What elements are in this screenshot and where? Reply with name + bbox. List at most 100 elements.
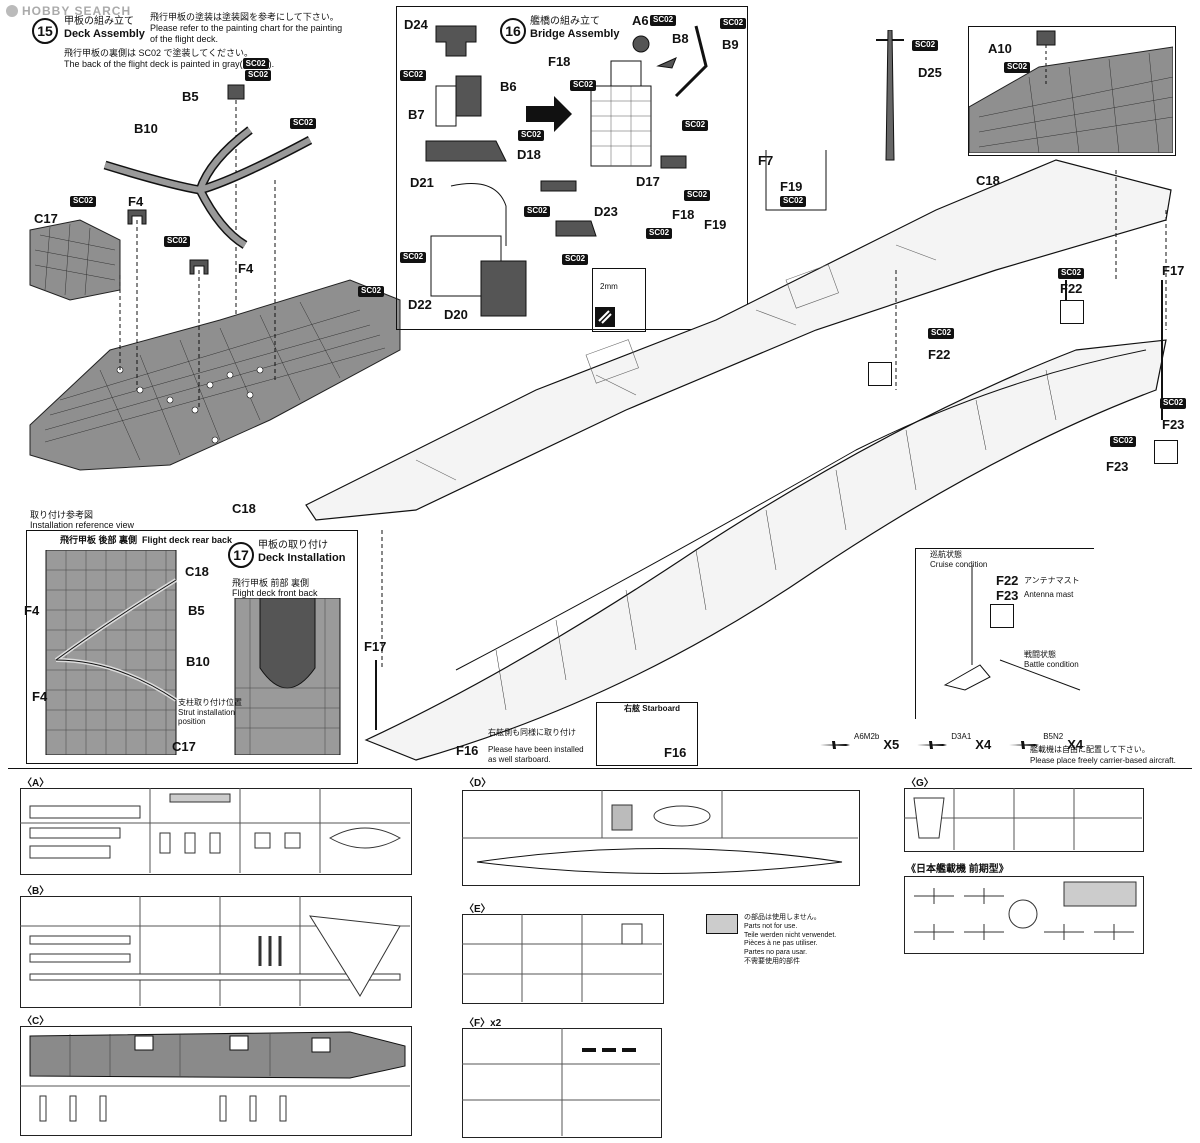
step-16-number: 16 [500, 18, 526, 44]
reference-panel [26, 530, 358, 764]
starboard-note-en-1: Please have been installed [488, 745, 584, 754]
aircraft-name: B5N2 [1043, 732, 1064, 741]
step-16-drawing [425, 25, 708, 317]
paint-chip-d25: SC02 [912, 40, 939, 51]
watermark-text: HOBBY SEARCH [22, 4, 132, 18]
part-d20-shape [480, 260, 527, 317]
step-16-panel [396, 6, 748, 330]
antenna-en: Antenna mast [1024, 590, 1074, 599]
aircraft-count: X4 [1067, 737, 1084, 752]
label-d21: D21 [410, 175, 434, 190]
battle-jp: 戦闘状態 [1024, 650, 1056, 659]
battle-en: Battle condition [1024, 660, 1079, 669]
legend-text: の部品は使用しません。 Parts not for use. Teile wer… [744, 914, 837, 965]
paint-chip-d24: SC02 [400, 70, 427, 81]
starboard-f16: F16 [664, 745, 687, 760]
assembly-arrow [526, 96, 572, 132]
label-f23-bottom: F23 [1106, 459, 1129, 474]
label-f19-a: F19 [780, 179, 803, 194]
direction-arrow-icon [868, 362, 892, 386]
legend: の部品は使用しません。 Parts not for use. Teile wer… [706, 914, 836, 967]
aircraft-name: D3A1 [951, 732, 972, 741]
paint-chip-f19: SC02 [780, 196, 807, 207]
label-f19-b: F19 [704, 217, 727, 232]
label-f17-left: F17 [364, 639, 387, 654]
starboard-note-en-2: as well starboard. [488, 755, 551, 764]
paint-chip-a6: SC02 [650, 15, 677, 26]
aircraft-name: A6M2b [854, 732, 880, 741]
watermark-icon [6, 5, 18, 17]
paint-chip-f22-top: SC02 [1058, 268, 1085, 279]
sprue-d-hull-bottom [476, 848, 843, 874]
part-b5-shape [227, 84, 245, 100]
reference-front-jp: 飛行甲板 前部 裏側 [232, 578, 310, 588]
strut-jp: 支柱取り付け位置 [178, 698, 242, 707]
part-d18-shape [540, 180, 577, 192]
paint-chip-b5: SC02 [245, 70, 272, 81]
antenna-panel [915, 548, 1094, 719]
label-b9: B9 [722, 37, 739, 52]
paint-chip-f18-main: SC02 [646, 228, 673, 239]
aircraft-count: X4 [975, 737, 992, 752]
section-divider [8, 768, 1192, 769]
label-d24: D24 [404, 17, 428, 32]
step-15-note1-en2: of the flight deck. [150, 34, 219, 44]
label-f22-mid: F22 [928, 347, 951, 362]
part-d24-shape [435, 25, 477, 57]
aircraft-a6m2b: A6M2b X5 [820, 732, 900, 752]
step-15-note2-en: The back of the flight deck is painted i… [64, 58, 275, 69]
part-b8-shape [656, 57, 677, 69]
aircraft-sprue-title: 《日本艦載機 前期型》 [906, 864, 1009, 875]
sprue-d-drawing [462, 790, 858, 874]
paint-chip-b6: SC02 [518, 130, 545, 141]
paint-chip: SC02 [242, 58, 269, 69]
antenna-drawing [943, 565, 1081, 691]
sprue-g-drawing [904, 788, 1142, 850]
mast-d25-drawing [876, 30, 904, 161]
label-d18: D18 [517, 147, 541, 162]
paint-chip-d20: SC02 [562, 254, 589, 265]
part-c18-shape [29, 279, 401, 471]
reference-rear-deck [45, 550, 178, 755]
sprue-b-drawing [20, 896, 410, 1006]
aircraft-icon [1009, 740, 1040, 749]
label-b5: B5 [182, 89, 199, 104]
step-15-note1-en1: Please refer to the painting chart for t… [150, 23, 343, 33]
sprue-e-drawing [462, 914, 662, 1002]
step-15-title-jp: 甲板の組み立て [64, 16, 134, 27]
label-f18-step16: F18 [548, 54, 571, 69]
paint-chip-d23: SC02 [524, 206, 551, 217]
step-15-note2-en-text: The back of the flight deck is painted i… [64, 59, 243, 69]
detail-2mm-panel [592, 268, 646, 332]
aircraft-icon [820, 740, 850, 749]
sprue-a-label: 〈A〉 [22, 778, 50, 789]
step-16-title-jp: 艦橋の組み立て [530, 16, 600, 27]
sprue-c-drawing [20, 1031, 410, 1122]
aircraft-count: X5 [883, 737, 900, 752]
direction-arrow-icon [1154, 440, 1178, 464]
part-c17-shape [29, 219, 121, 301]
step-15-title-en: Deck Assembly [64, 28, 145, 40]
label-a6: A6 [632, 13, 649, 28]
step-17-title-en: Deck Installation [258, 552, 346, 564]
cruise-en: Cruise condition [930, 560, 988, 569]
part-f4b-shape [189, 259, 209, 275]
cruise-jp: 巡航状態 [930, 550, 962, 559]
part-f4a-shape [127, 209, 147, 225]
flight-deck-shape [305, 159, 1172, 521]
part-b7-shape [435, 85, 457, 127]
sprue-f-drawing [462, 1028, 660, 1136]
paint-chip-b10: SC02 [290, 118, 317, 129]
part-b6-shape [455, 75, 482, 117]
label-f22-top: F22 [1060, 281, 1083, 296]
aircraft-icon [917, 740, 948, 749]
label-f4-b: F4 [238, 261, 254, 276]
paint-chip-d17: SC02 [682, 120, 709, 131]
reference-front-deck [234, 598, 341, 755]
direction-arrow-icon [1060, 300, 1084, 324]
watermark: HOBBY SEARCH [6, 4, 131, 18]
step-15-note2-jp: 飛行甲板の裏側は SC02 で塗装してください。 [64, 48, 253, 58]
strut-en-2: position [178, 717, 206, 726]
paint-chip-c18: SC02 [358, 286, 385, 297]
paint-chip-f22-mid: SC02 [928, 328, 955, 339]
